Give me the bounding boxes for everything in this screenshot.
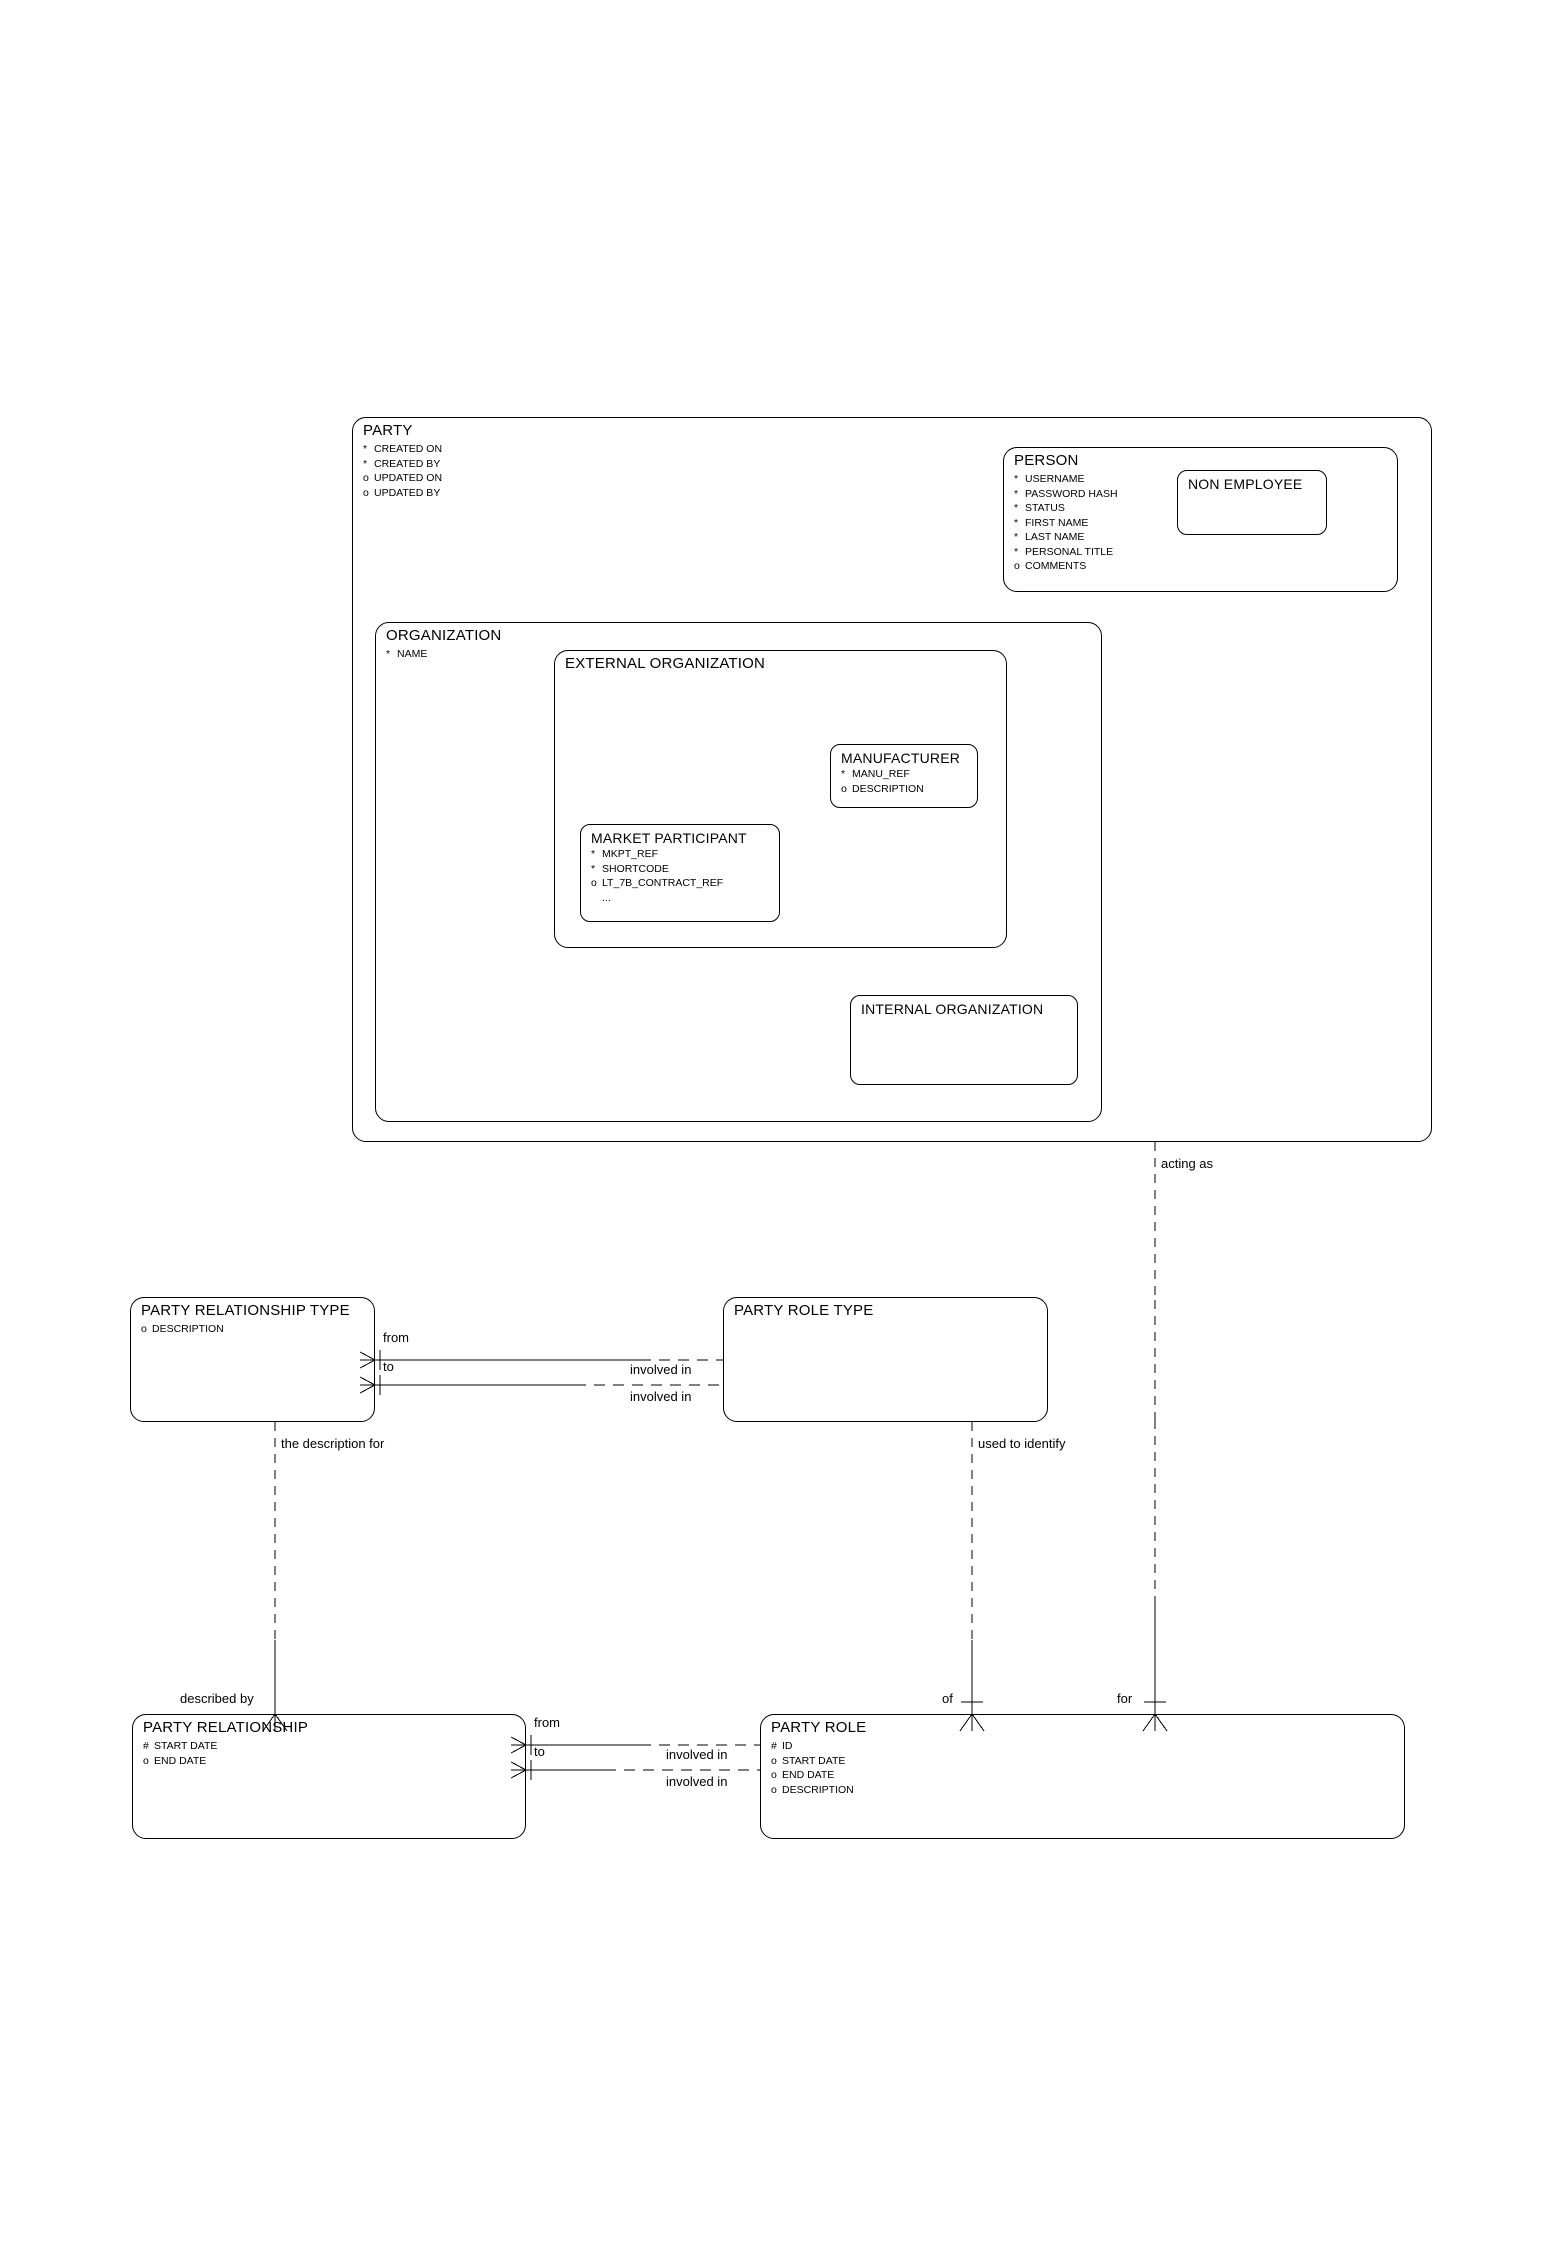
entity-party-relationship-title: PARTY RELATIONSHIP bbox=[143, 1719, 309, 1736]
edge-label-prt-involved-in-lower: involved in bbox=[630, 1389, 692, 1404]
attribute-row: *CREATED BY bbox=[363, 457, 441, 470]
entity-party-role-title: PARTY ROLE bbox=[771, 1719, 867, 1736]
entity-party-role-type[interactable]: PARTY ROLE TYPE bbox=[723, 1297, 1048, 1422]
entity-manufacturer-title: MANUFACTURER bbox=[841, 750, 961, 766]
edge-label-prt-involved-in-upper: involved in bbox=[630, 1362, 692, 1377]
entity-organization-title: ORGANIZATION bbox=[386, 627, 502, 644]
entity-person[interactable]: PERSON *USERNAME *PASSWORD HASH *STATUS … bbox=[1003, 447, 1398, 592]
entity-market-participant-title: MARKET PARTICIPANT bbox=[591, 830, 747, 846]
attribute-row: *PASSWORD HASH bbox=[1014, 487, 1118, 500]
entity-party-title: PARTY bbox=[363, 422, 413, 439]
entity-non-employee[interactable]: NON EMPLOYEE bbox=[1177, 470, 1327, 535]
entity-internal-organization[interactable]: INTERNAL ORGANIZATION bbox=[850, 995, 1078, 1085]
entity-market-participant[interactable]: MARKET PARTICIPANT *MKPT_REF *SHORTCODE … bbox=[580, 824, 780, 922]
edge-label-prt-to: to bbox=[383, 1359, 394, 1374]
edge-label-acting-as: acting as bbox=[1161, 1156, 1214, 1171]
entity-organization-attributes: *NAME bbox=[386, 647, 427, 662]
entity-external-organization-title: EXTERNAL ORGANIZATION bbox=[565, 655, 766, 672]
entity-person-title: PERSON bbox=[1014, 452, 1079, 469]
attribute-row: *MANU_REF bbox=[841, 768, 910, 780]
entity-external-organization[interactable]: EXTERNAL ORGANIZATION bbox=[554, 650, 1007, 948]
edge-label-for: for bbox=[1117, 1691, 1133, 1706]
edge-label-the-description-for: the description for bbox=[281, 1436, 385, 1451]
entity-non-employee-title: NON EMPLOYEE bbox=[1188, 476, 1303, 492]
attribute-row: *NAME bbox=[386, 648, 428, 660]
attribute-row: *SHORTCODE bbox=[591, 862, 669, 875]
attribute-row: *STATUS bbox=[1014, 502, 1065, 514]
edge-label-used-to-identify: used to identify bbox=[978, 1436, 1066, 1451]
attribute-row: *FIRST NAME bbox=[1014, 516, 1089, 529]
attribute-row: *MKPT_REF bbox=[591, 848, 659, 860]
edge-label-pr-from: from bbox=[534, 1715, 560, 1730]
attribute-row: #START DATE bbox=[143, 1740, 218, 1752]
edge-label-pr-to: to bbox=[534, 1744, 545, 1759]
entity-party-role-type-title: PARTY ROLE TYPE bbox=[734, 1302, 874, 1319]
edge-label-described-by: described by bbox=[180, 1691, 254, 1706]
edge-label-pr-involved-in-lower: involved in bbox=[666, 1774, 728, 1789]
attribute-row: *CREATED ON bbox=[363, 443, 443, 455]
attribute-row: #ID bbox=[771, 1740, 793, 1752]
entity-person-attributes: *USERNAME *PASSWORD HASH *STATUS *FIRST … bbox=[1014, 472, 1118, 574]
attribute-row: *LAST NAME bbox=[1014, 531, 1085, 543]
attribute-row: *USERNAME bbox=[1014, 473, 1085, 485]
edge-label-pr-involved-in-upper: involved in bbox=[666, 1747, 728, 1762]
entity-organization[interactable]: ORGANIZATION *NAME bbox=[375, 622, 1102, 1122]
edge-label-of: of bbox=[942, 1691, 953, 1706]
attribute-row: *PERSONAL TITLE bbox=[1014, 545, 1114, 558]
attribute-row: ... bbox=[602, 891, 611, 904]
entity-party-relationship-type-title: PARTY RELATIONSHIP TYPE bbox=[141, 1302, 350, 1319]
entity-internal-organization-title: INTERNAL ORGANIZATION bbox=[861, 1001, 1044, 1017]
edge-label-prt-from: from bbox=[383, 1330, 409, 1345]
